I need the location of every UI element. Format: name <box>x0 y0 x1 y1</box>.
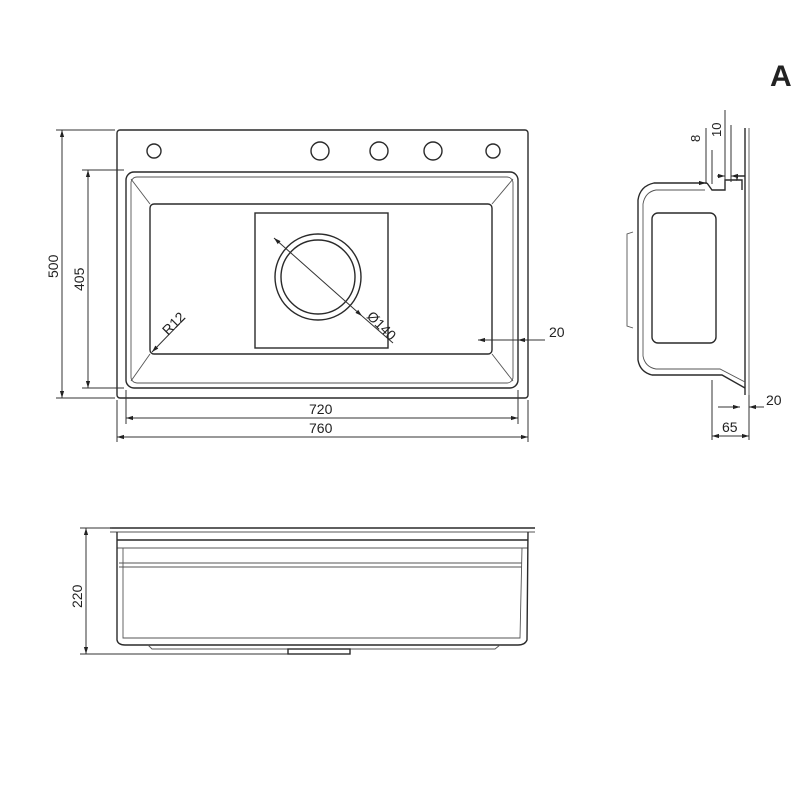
dim-65-label: 65 <box>722 419 738 435</box>
width-720-label: 720 <box>309 401 333 417</box>
bowl-body <box>116 531 529 646</box>
depth-405-label: 405 <box>71 267 87 291</box>
dim-20-label: 20 <box>766 392 782 408</box>
sink-outline <box>116 129 529 399</box>
front-view: 220 <box>69 527 535 655</box>
bowl-profile <box>637 182 746 389</box>
bowl-rim-outer <box>125 171 519 389</box>
faucet-hole <box>146 143 162 159</box>
dim-10-label: 10 <box>709 123 724 137</box>
depth-500-label: 500 <box>45 254 61 278</box>
height-220-label: 220 <box>69 584 85 608</box>
width-760-label: 760 <box>309 420 333 436</box>
faucet-hole <box>423 141 443 161</box>
faucet-hole <box>485 143 501 159</box>
side-view: 8 10 20 65 <box>626 110 782 440</box>
top-view: Ø140 R12 20 720 760 500 405 <box>45 129 565 442</box>
diameter-label: Ø140 <box>364 308 400 344</box>
bowl-floor <box>149 203 493 355</box>
faucet-hole <box>310 141 330 161</box>
drain-outlet <box>287 648 351 655</box>
dim-8-label: 8 <box>688 135 703 142</box>
faucet-hole <box>369 141 389 161</box>
drain-plate <box>254 212 389 349</box>
bowl-inner-profile <box>651 212 717 344</box>
bowl-rim-inner <box>130 176 514 384</box>
rim-width-label: 20 <box>549 324 565 340</box>
radius-label: R12 <box>159 308 189 338</box>
corner-mark: A <box>770 60 792 93</box>
